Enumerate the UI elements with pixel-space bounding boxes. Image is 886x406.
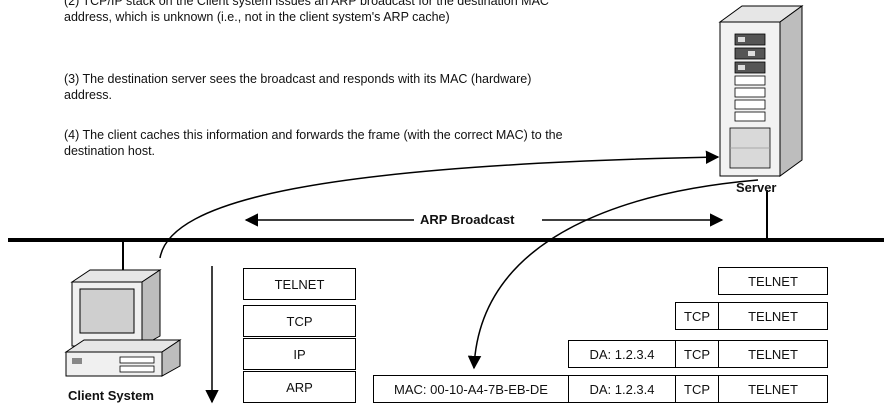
frame4-da: DA: 1.2.3.4 <box>568 375 676 403</box>
stack-layer-tcp: TCP <box>243 305 356 337</box>
frame3-tcp: TCP <box>675 340 719 368</box>
step-4-text: (4) The client caches this information a… <box>64 128 563 158</box>
frame4-mac: MAC: 00-10-A4-7B-EB-DE <box>373 375 569 403</box>
client-to-server-arrow <box>159 150 720 259</box>
stack-layer-arp: ARP <box>243 371 356 403</box>
server-icon <box>718 5 804 177</box>
frame4-tcp: TCP <box>675 375 719 403</box>
frame3-telnet: TELNET <box>718 340 828 368</box>
client-system-label: Client System <box>68 388 154 403</box>
client-computer-icon <box>64 269 182 377</box>
stack-layer-telnet: TELNET <box>243 268 356 300</box>
frame4-telnet: TELNET <box>718 375 828 403</box>
arp-broadcast-label: ARP Broadcast <box>418 212 517 227</box>
frame3-da: DA: 1.2.3.4 <box>568 340 676 368</box>
stack-layer-ip: IP <box>243 338 356 370</box>
step-2-text: (2) TCP/IP stack on the Client system is… <box>64 0 549 24</box>
frame2-telnet: TELNET <box>718 302 828 330</box>
frame2-tcp: TCP <box>675 302 719 330</box>
server-reply-arrow <box>467 179 759 370</box>
server-label: Server <box>736 180 777 195</box>
step-3-text: (3) The destination server sees the broa… <box>64 72 532 102</box>
frame1-telnet: TELNET <box>718 267 828 295</box>
